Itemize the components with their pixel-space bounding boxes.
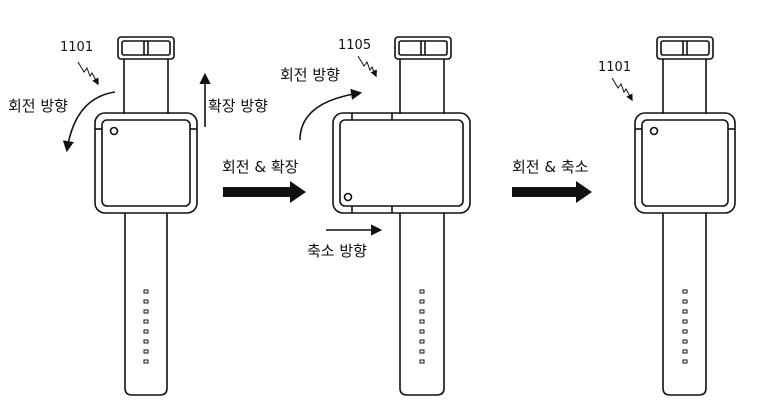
watch-2 <box>299 36 471 396</box>
watch-case <box>634 112 736 214</box>
watch-screen <box>641 119 729 207</box>
leader-line-icon <box>77 61 99 86</box>
watch-1 <box>62 36 211 396</box>
rotation-arrow-icon <box>299 88 363 141</box>
camera-dot <box>343 192 353 202</box>
transition-arrow-2-icon <box>512 181 592 203</box>
watch-screen <box>339 119 464 207</box>
rotate-expand-label: 회전 & 확장 <box>222 158 299 176</box>
watch-screen <box>101 119 191 207</box>
buckle <box>117 36 175 60</box>
camera-dot <box>109 126 119 136</box>
ref-number-1105: 1105 <box>338 38 372 53</box>
ref-number-1101: 1101 <box>598 60 632 75</box>
shrink-direction-label: 축소 방향 <box>307 242 367 260</box>
transition-arrow-1-icon <box>223 181 306 203</box>
leader-line-icon <box>611 77 633 102</box>
camera-dot <box>649 126 659 136</box>
ref-number-1101: 1101 <box>60 40 94 55</box>
watch-case <box>332 112 471 214</box>
expand-direction-label: 확장 방향 <box>208 97 268 115</box>
watch-case <box>94 112 198 214</box>
leader-line-icon <box>357 55 377 78</box>
rotation-direction-label: 회전 방향 <box>8 97 68 115</box>
rotation-arrow-icon <box>62 91 116 153</box>
watch-3 <box>611 36 736 396</box>
rotation-direction-label: 회전 방향 <box>280 66 340 84</box>
rotate-shrink-label: 회전 & 축소 <box>512 158 589 176</box>
